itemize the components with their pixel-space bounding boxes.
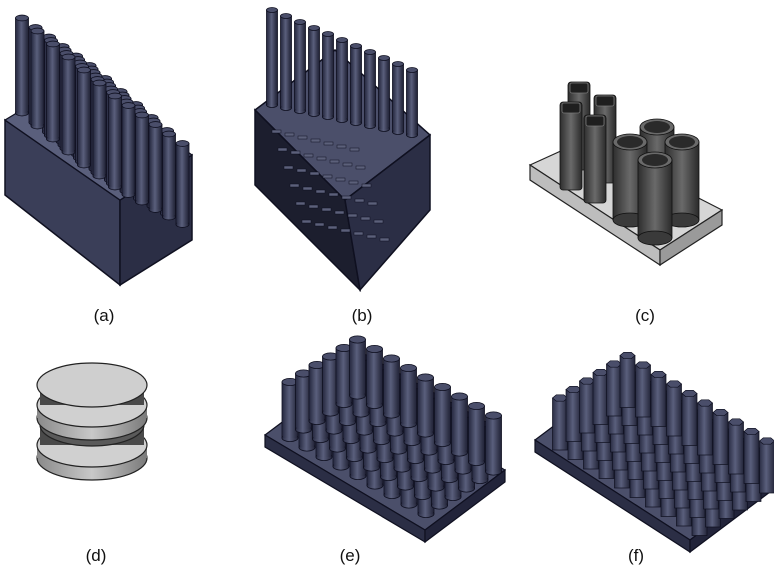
hexagonal-prism xyxy=(681,389,698,446)
tube-array xyxy=(559,81,700,246)
cylinder xyxy=(121,102,136,198)
panel-label-c: (c) xyxy=(635,306,655,325)
cylinder xyxy=(294,19,306,114)
cylinder xyxy=(280,13,292,111)
square-tube xyxy=(583,114,607,204)
cylinder xyxy=(295,369,312,434)
cylinder xyxy=(61,53,76,156)
hexagonal-prism xyxy=(619,351,636,408)
cylinder xyxy=(406,67,418,138)
cylinder xyxy=(92,79,107,180)
hexagonal-prism xyxy=(578,377,596,434)
cylinder xyxy=(383,354,400,419)
hexagonal-prism xyxy=(696,399,714,456)
panel-label-e: (e) xyxy=(339,546,361,565)
panel-label-b: (b) xyxy=(351,306,373,325)
panel-label-a: (a) xyxy=(93,306,115,325)
cylinder xyxy=(15,14,29,117)
hexagonal-prism xyxy=(565,385,582,442)
cylinder xyxy=(400,363,417,428)
cylinder xyxy=(366,344,383,409)
internal-channels xyxy=(271,129,390,242)
cylinder xyxy=(349,335,366,400)
cylinder xyxy=(175,140,190,228)
hexagonal-prism xyxy=(551,394,569,451)
hexagonal-prism xyxy=(605,360,623,417)
cylinder xyxy=(364,49,376,129)
cylinder-array xyxy=(281,335,502,518)
cylinder xyxy=(392,61,404,135)
hexagonal-prism xyxy=(634,361,652,418)
hexagonal-prism xyxy=(650,370,667,427)
plate-e-side xyxy=(424,468,506,544)
cylinder xyxy=(77,66,91,169)
cylinder xyxy=(451,392,468,457)
hexagonal-prism xyxy=(712,408,729,465)
cylinder xyxy=(162,130,176,221)
cylinder-row xyxy=(266,7,418,138)
cylinder xyxy=(336,37,348,123)
cylinder xyxy=(108,92,122,191)
hexagonal-prism xyxy=(743,427,760,484)
cutaway-side-face xyxy=(344,133,431,292)
cylinder xyxy=(350,43,362,126)
panel-c-illustration xyxy=(528,81,724,267)
square-tube xyxy=(559,101,583,191)
panel-label-d: (d) xyxy=(85,546,107,565)
cylinder xyxy=(281,377,299,442)
cylinder xyxy=(266,7,278,108)
cylinder xyxy=(485,411,502,476)
panel-a-illustration xyxy=(3,14,194,287)
cylinder xyxy=(135,111,149,206)
hexagonal-prism xyxy=(592,368,609,425)
cylinder xyxy=(322,31,334,120)
panel-d-illustration xyxy=(36,362,148,481)
cylinder xyxy=(417,373,434,438)
hexagonal-prism xyxy=(758,437,774,494)
hexagonal-prism xyxy=(727,418,745,475)
round-tube xyxy=(637,151,673,246)
cylinder xyxy=(434,382,451,447)
cylinder xyxy=(378,55,390,132)
panel-b-illustration xyxy=(253,7,432,293)
panel-f-illustration xyxy=(533,351,774,554)
cylinder xyxy=(468,401,485,466)
hexagonal-prism-array xyxy=(551,351,774,536)
hexagonal-prism xyxy=(665,380,683,437)
panel-e-illustration xyxy=(263,335,507,544)
cylinder xyxy=(148,121,163,213)
panel-label-f: (f) xyxy=(627,546,645,565)
cylinder xyxy=(308,25,320,117)
cylinder xyxy=(46,40,60,143)
cylinder-array xyxy=(15,14,190,228)
cylinder xyxy=(30,27,45,130)
plate-side xyxy=(659,208,723,267)
